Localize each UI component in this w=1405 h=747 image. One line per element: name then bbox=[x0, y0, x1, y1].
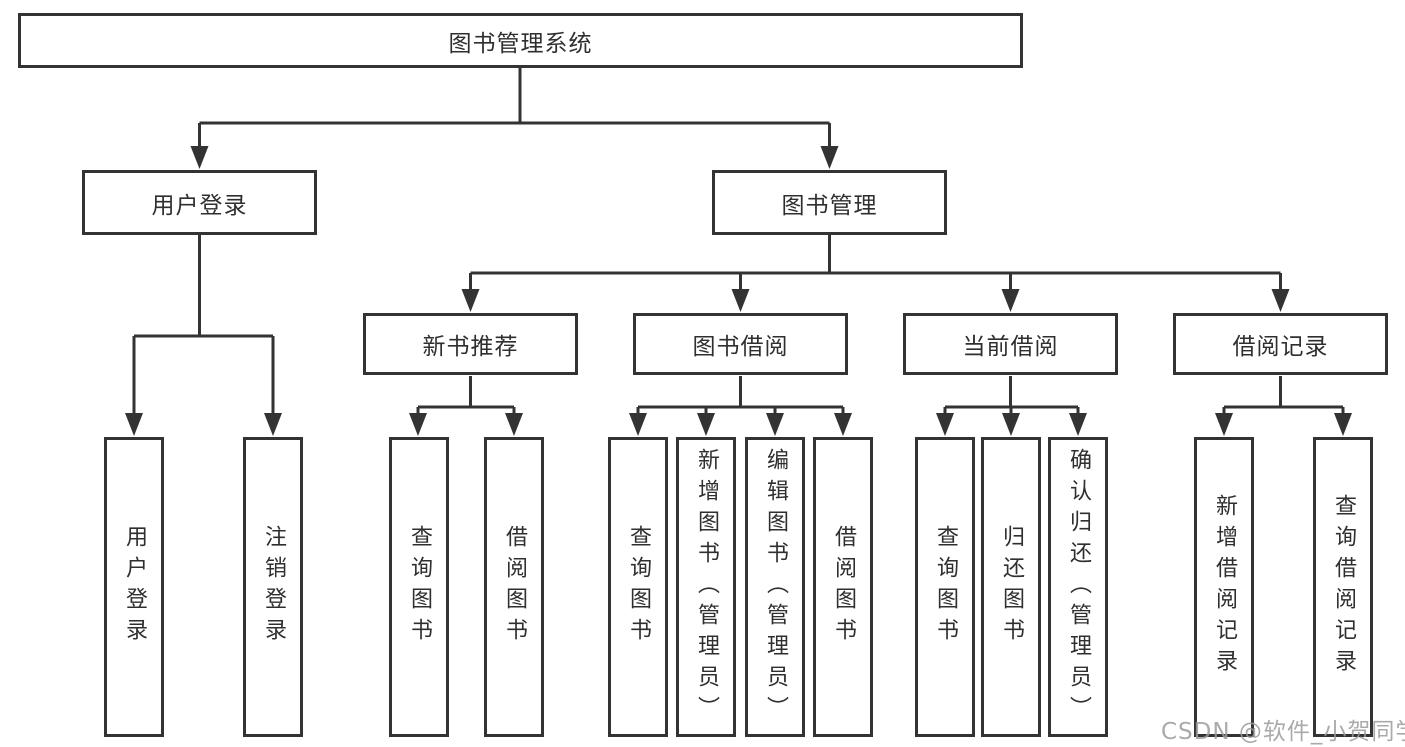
arrow-down-icon bbox=[1001, 289, 1020, 312]
node-leaf-cb-confirm-return-admin-label: 确认归还（管理员） bbox=[1066, 447, 1091, 727]
connector-new-books-split bbox=[416, 376, 516, 415]
node-current-borrow-label: 当前借阅 bbox=[962, 334, 1059, 360]
arrow-down-icon bbox=[936, 413, 954, 436]
node-book-borrow: 图书借阅 bbox=[633, 313, 848, 375]
node-leaf-user-login-label: 用户登录 bbox=[122, 525, 147, 649]
node-leaf-bb-add-books-admin-label: 新增图书（管理员） bbox=[694, 447, 719, 727]
node-leaf-br-query-record: 查询借阅记录 bbox=[1313, 437, 1373, 737]
connector-book-borrow-split bbox=[636, 376, 845, 415]
node-leaf-br-add-record: 新增借阅记录 bbox=[1194, 437, 1254, 737]
node-root: 图书管理系统 bbox=[18, 13, 1023, 68]
arrow-down-icon bbox=[1002, 413, 1020, 436]
arrow-down-icon bbox=[125, 413, 143, 436]
node-current-borrow: 当前借阅 bbox=[903, 313, 1118, 375]
node-leaf-nb-query-books-label: 查询图书 bbox=[407, 525, 432, 649]
node-leaf-cb-query-books: 查询图书 bbox=[915, 437, 975, 737]
node-user-login-label: 用户登录 bbox=[151, 192, 248, 219]
node-book-management: 图书管理 bbox=[712, 170, 947, 235]
arrow-down-icon bbox=[190, 146, 209, 169]
node-leaf-cb-return-books-label: 归还图书 bbox=[999, 525, 1024, 649]
connector-current-borrow-split bbox=[943, 376, 1080, 415]
node-leaf-br-query-record-label: 查询借阅记录 bbox=[1331, 494, 1356, 680]
node-new-books-label: 新书推荐 bbox=[422, 334, 519, 360]
connector-book-management-split bbox=[469, 235, 1282, 291]
node-book-borrow-label: 图书借阅 bbox=[692, 334, 789, 360]
arrow-down-icon bbox=[461, 289, 480, 312]
node-leaf-bb-query-books-label: 查询图书 bbox=[626, 525, 651, 649]
arrow-down-icon bbox=[264, 413, 282, 436]
node-leaf-bb-query-books: 查询图书 bbox=[608, 437, 668, 737]
arrow-down-icon bbox=[834, 413, 852, 436]
watermark: CSDN @软件_小贺同学 bbox=[1161, 719, 1405, 745]
node-user-login: 用户登录 bbox=[82, 170, 317, 235]
arrow-down-icon bbox=[629, 413, 647, 436]
node-leaf-bb-add-books-admin: 新增图书（管理员） bbox=[676, 437, 736, 737]
node-leaf-logout-label: 注销登录 bbox=[261, 525, 286, 649]
arrow-down-icon bbox=[731, 289, 750, 312]
arrow-down-icon bbox=[1334, 413, 1352, 436]
arrow-down-icon bbox=[505, 413, 523, 436]
node-borrow-records-label: 借阅记录 bbox=[1232, 334, 1329, 360]
node-borrow-records: 借阅记录 bbox=[1173, 313, 1388, 375]
arrow-down-icon bbox=[697, 413, 715, 436]
arrow-down-icon bbox=[1215, 413, 1233, 436]
connector-user-login-split bbox=[132, 235, 275, 415]
arrow-down-icon bbox=[409, 413, 427, 436]
node-leaf-logout: 注销登录 bbox=[243, 437, 303, 737]
node-leaf-cb-confirm-return-admin: 确认归还（管理员） bbox=[1048, 437, 1108, 737]
node-leaf-cb-query-books-label: 查询图书 bbox=[933, 525, 958, 649]
node-new-books: 新书推荐 bbox=[363, 313, 578, 375]
node-leaf-user-login: 用户登录 bbox=[104, 437, 164, 737]
node-leaf-nb-borrow-books: 借阅图书 bbox=[484, 437, 544, 737]
arrow-down-icon bbox=[1069, 413, 1087, 436]
connector-root-split bbox=[198, 68, 831, 147]
node-leaf-nb-borrow-books-label: 借阅图书 bbox=[502, 525, 527, 649]
node-leaf-cb-return-books: 归还图书 bbox=[981, 437, 1041, 737]
node-leaf-bb-borrow-books: 借阅图书 bbox=[813, 437, 873, 737]
node-leaf-bb-borrow-books-label: 借阅图书 bbox=[831, 525, 856, 649]
node-book-management-label: 图书管理 bbox=[781, 192, 878, 219]
node-leaf-bb-edit-books-admin: 编辑图书（管理员） bbox=[745, 437, 805, 737]
node-leaf-br-add-record-label: 新增借阅记录 bbox=[1212, 494, 1237, 680]
node-leaf-nb-query-books: 查询图书 bbox=[389, 437, 449, 737]
arrow-down-icon bbox=[820, 146, 839, 169]
arrow-down-icon bbox=[766, 413, 784, 436]
connector-borrow-records-split bbox=[1222, 376, 1345, 415]
node-root-label: 图书管理系统 bbox=[448, 30, 593, 57]
arrow-down-icon bbox=[1271, 289, 1290, 312]
node-leaf-bb-edit-books-admin-label: 编辑图书（管理员） bbox=[763, 447, 788, 727]
